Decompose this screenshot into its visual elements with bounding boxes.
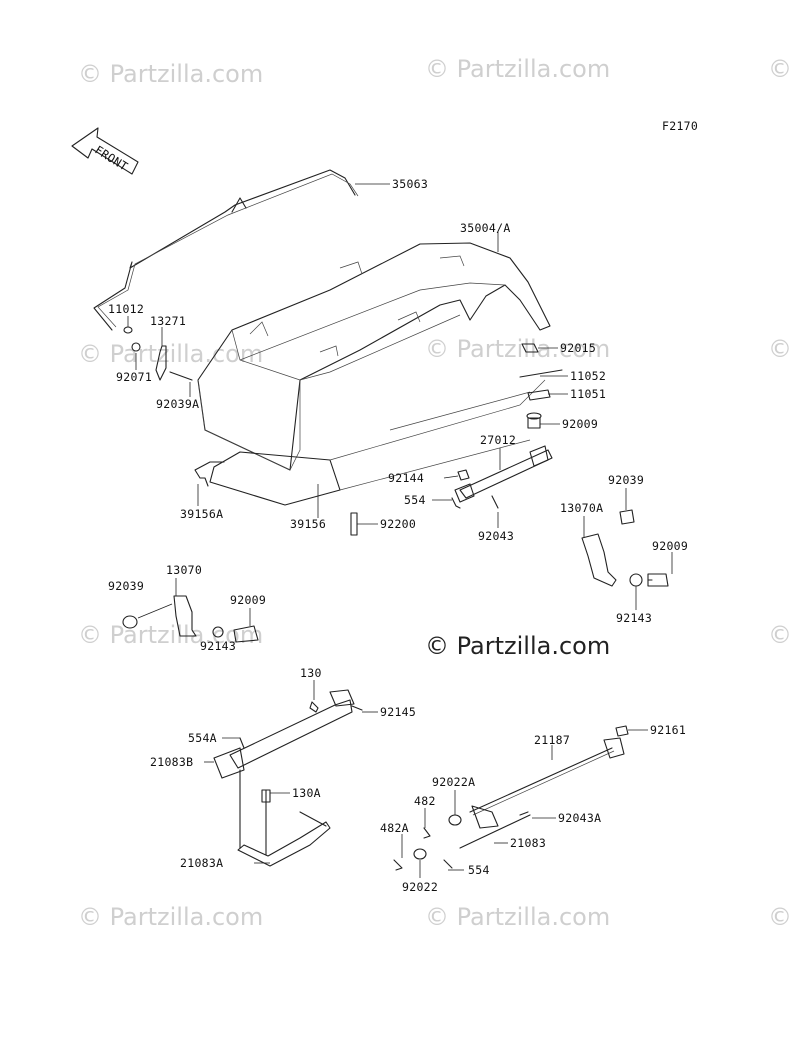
- label-92009-top: 92009: [562, 417, 598, 431]
- label-35063: 35063: [392, 177, 428, 191]
- label-13070a: 13070A: [560, 501, 603, 515]
- carrier-box-35004a: [197, 242, 551, 471]
- label-11051: 11051: [570, 387, 606, 401]
- label-92039a: 92039A: [156, 397, 199, 411]
- label-92039-right: 92039: [608, 473, 644, 487]
- watermark: © Partzilla.com: [768, 621, 800, 649]
- label-11012: 11012: [108, 302, 144, 316]
- label-21083a: 21083A: [180, 856, 223, 870]
- rod-21187: [393, 725, 629, 871]
- label-13271: 13271: [150, 314, 186, 328]
- label-92022a: 92022A: [432, 775, 475, 789]
- label-92039-left: 92039: [108, 579, 144, 593]
- label-27012: 27012: [480, 433, 516, 447]
- bracket-13070: [122, 595, 259, 643]
- label-21083: 21083: [510, 836, 546, 850]
- watermarks: © Partzilla.com © Partzilla.com © Partzi…: [78, 55, 800, 931]
- watermark: © Partzilla.com: [768, 335, 800, 363]
- bar-21083a: [237, 769, 331, 867]
- watermark: © Partzilla.com: [78, 903, 263, 931]
- label-554a: 554A: [188, 731, 217, 745]
- label-92161: 92161: [650, 723, 686, 737]
- label-92009-left: 92009: [230, 593, 266, 607]
- label-92143-right: 92143: [616, 611, 652, 625]
- watermark: © Partzilla.com: [78, 340, 263, 368]
- label-92143-left: 92143: [200, 639, 236, 653]
- latch-27012: [451, 445, 553, 509]
- label-482a: 482A: [380, 821, 409, 835]
- watermark: © Partzilla.com: [768, 903, 800, 931]
- latch-arm-21083b: [213, 689, 363, 779]
- label-130: 130: [300, 666, 322, 680]
- label-92043a: 92043A: [558, 811, 601, 825]
- label-554-lower: 554: [468, 863, 490, 877]
- label-39156: 39156: [290, 517, 326, 531]
- watermark: © Partzilla.com: [425, 903, 610, 931]
- label-92043: 92043: [478, 529, 514, 543]
- label-92071: 92071: [116, 370, 152, 384]
- watermark: © Partzilla.com: [425, 335, 610, 363]
- watermark: © Partzilla.com: [78, 621, 263, 649]
- small-parts-right: [519, 343, 563, 429]
- label-92145: 92145: [380, 705, 416, 719]
- label-21187: 21187: [534, 733, 570, 747]
- label-92144: 92144: [388, 471, 424, 485]
- label-92022: 92022: [402, 880, 438, 894]
- watermark: © Partzilla.com: [425, 55, 610, 83]
- front-arrow-label: FRONT: [92, 143, 130, 174]
- label-482: 482: [414, 794, 436, 808]
- label-11052: 11052: [570, 369, 606, 383]
- front-arrow-icon: FRONT: [71, 127, 139, 175]
- label-130a: 130A: [292, 786, 321, 800]
- label-39156a: 39156A: [180, 507, 223, 521]
- label-92200: 92200: [380, 517, 416, 531]
- leader-lines: [127, 183, 673, 878]
- watermark: © Partzilla.com: [768, 55, 800, 83]
- pin-92200: [350, 512, 358, 536]
- label-92009-right: 92009: [652, 539, 688, 553]
- diagram-code: F2170: [662, 119, 698, 133]
- label-13070: 13070: [166, 563, 202, 577]
- label-35004a: 35004/A: [460, 221, 511, 235]
- rod-35063: [93, 169, 359, 331]
- label-554: 554: [404, 493, 426, 507]
- plate-39156: [209, 379, 546, 506]
- watermark-main: © Partzilla.com: [425, 632, 610, 660]
- watermark: © Partzilla.com: [78, 60, 263, 88]
- part-labels: 35063 35004/A 11012 13271 92071 92039A 9…: [108, 177, 688, 894]
- seal-39156a: [194, 461, 225, 487]
- label-92015: 92015: [560, 341, 596, 355]
- label-21083b: 21083B: [150, 755, 193, 769]
